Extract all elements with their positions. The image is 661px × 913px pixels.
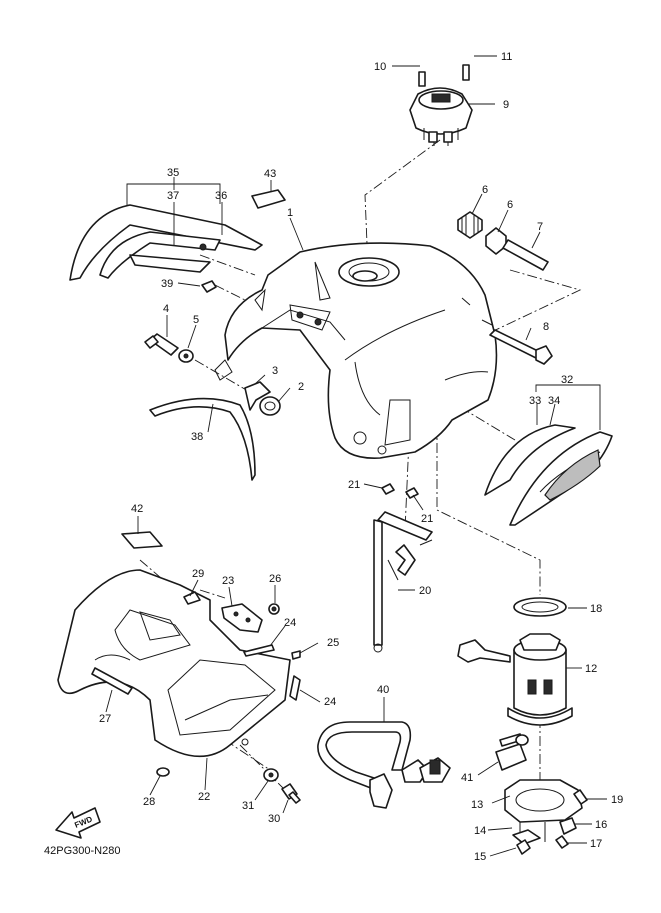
callout-7: 7 xyxy=(537,221,543,233)
nut-26 xyxy=(268,603,280,615)
callout-27: 27 xyxy=(99,713,111,725)
label-43 xyxy=(251,189,286,209)
callout-21b: 21 xyxy=(421,513,433,525)
callout-35: 35 xyxy=(167,167,179,179)
bracket-23 xyxy=(221,603,263,633)
callout-24b: 24 xyxy=(324,696,336,708)
clip-25 xyxy=(291,650,301,660)
callout-17: 17 xyxy=(590,838,602,850)
callout-14: 14 xyxy=(474,825,486,837)
fuel-hose-40 xyxy=(317,721,451,809)
clip-21b xyxy=(405,487,419,499)
fuel-tank xyxy=(214,242,498,459)
callout-36: 36 xyxy=(215,190,227,202)
callout-40: 40 xyxy=(377,684,389,696)
side-cover-emblems xyxy=(69,204,263,281)
callout-23: 23 xyxy=(222,575,234,587)
callout-42: 42 xyxy=(131,503,143,515)
callout-37: 37 xyxy=(167,190,179,202)
callout-33: 33 xyxy=(529,395,541,407)
callout-43: 43 xyxy=(264,168,276,180)
callout-12: 12 xyxy=(585,663,597,675)
callout-4: 4 xyxy=(163,303,169,315)
callout-22: 22 xyxy=(198,791,210,803)
fuel-pump-12 xyxy=(457,597,573,726)
screw-39 xyxy=(201,280,217,293)
callout-19: 19 xyxy=(611,794,623,806)
callout-31: 31 xyxy=(242,800,254,812)
callout-20: 20 xyxy=(419,585,431,597)
pump-plate-13 xyxy=(504,779,583,842)
strip-24b xyxy=(289,675,301,701)
callout-24a: 24 xyxy=(284,617,296,629)
callout-26: 26 xyxy=(269,573,281,585)
strip-27 xyxy=(91,667,133,695)
strip-24a xyxy=(243,644,275,657)
callout-11: 11 xyxy=(501,51,512,63)
fuel-cap-assembly xyxy=(409,64,473,146)
clamp-14 xyxy=(512,829,541,845)
callout-15: 15 xyxy=(474,851,486,863)
callout-30: 30 xyxy=(268,813,280,825)
callout-18: 18 xyxy=(590,603,602,615)
grommet-28 xyxy=(156,767,170,777)
callout-21a: 21 xyxy=(348,479,360,491)
callout-28: 28 xyxy=(143,796,155,808)
bolt-8 xyxy=(489,329,553,365)
callout-6a: 6 xyxy=(482,184,488,196)
callout-6b: 6 xyxy=(507,199,513,211)
bolt-17 xyxy=(555,835,569,849)
callout-10: 10 xyxy=(374,61,386,73)
callout-2: 2 xyxy=(298,381,304,393)
callout-39: 39 xyxy=(161,278,173,290)
seal-38 xyxy=(149,397,256,481)
callout-29: 29 xyxy=(192,568,204,580)
bolt-19 xyxy=(573,789,588,805)
callout-1: 1 xyxy=(287,207,293,219)
callout-13: 13 xyxy=(471,799,483,811)
diagram-code: 42PG300-N280 xyxy=(44,845,120,857)
bolt-30 xyxy=(281,783,301,804)
callout-9: 9 xyxy=(503,99,509,111)
callout-3: 3 xyxy=(272,365,278,377)
damper-rubbers xyxy=(457,211,549,271)
callout-32: 32 xyxy=(561,374,573,386)
bracket-3 xyxy=(244,381,271,411)
holder-41 xyxy=(495,733,529,771)
clip-21a xyxy=(381,483,395,495)
front-cover-22 xyxy=(57,569,291,758)
callout-34: 34 xyxy=(548,395,560,407)
clip-16 xyxy=(559,817,577,835)
callout-16: 16 xyxy=(595,819,607,831)
bolt-and-washer xyxy=(144,333,194,363)
rubber-2 xyxy=(259,396,281,416)
callout-25: 25 xyxy=(327,637,339,649)
right-side-emblems xyxy=(484,424,613,526)
callout-38: 38 xyxy=(191,431,203,443)
callout-8: 8 xyxy=(543,321,549,333)
forward-arrow-icon: FWD xyxy=(55,807,101,839)
label-42 xyxy=(121,531,163,549)
washer-31 xyxy=(263,768,279,782)
breather-hose-20 xyxy=(373,511,433,653)
callout-5: 5 xyxy=(193,314,199,326)
callout-41: 41 xyxy=(461,772,473,784)
bolt-15 xyxy=(516,839,531,855)
